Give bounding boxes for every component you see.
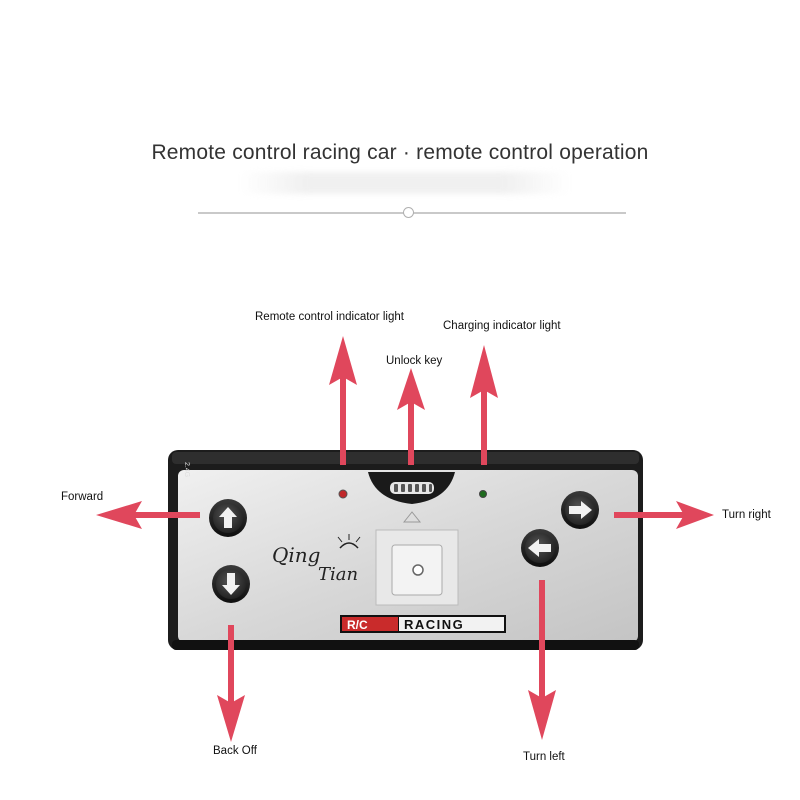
arrow-charging-indicator xyxy=(470,345,498,465)
qingtian-logo: Qing Tian xyxy=(272,534,361,585)
arrow-down-icon xyxy=(222,573,240,595)
rc-racing-badge: R/C RACING xyxy=(340,615,506,633)
turn-right-button[interactable] xyxy=(561,491,599,529)
arrow-up-icon xyxy=(219,507,237,528)
arrow-unlock-key xyxy=(397,368,425,465)
charging-indicator-light xyxy=(479,490,487,498)
back-off-button[interactable] xyxy=(212,565,250,603)
arrow-back-off xyxy=(217,625,245,742)
svg-text:RACING: RACING xyxy=(404,617,464,632)
side-mark-text: 2.4G xyxy=(183,462,190,477)
arrow-remote-indicator xyxy=(329,336,357,465)
svg-text:Qing: Qing xyxy=(272,543,320,567)
unlock-key[interactable] xyxy=(368,472,455,504)
label-unlock-key: Unlock key xyxy=(386,355,443,367)
turn-left-button[interactable] xyxy=(521,529,559,567)
arrow-forward xyxy=(96,501,200,529)
subtitle-blurred xyxy=(240,172,570,194)
divider-knob xyxy=(403,207,414,218)
arrow-right-icon xyxy=(569,501,592,519)
svg-text:R/C: R/C xyxy=(347,618,368,632)
label-charging-indicator: Charging indicator light xyxy=(443,320,561,332)
callout-arrows xyxy=(96,336,714,742)
remote-indicator-light xyxy=(338,489,348,499)
label-turn-right: Turn right xyxy=(722,509,771,521)
arrow-left-icon xyxy=(528,539,551,557)
page-title: Remote control racing car · remote contr… xyxy=(151,141,649,164)
label-forward: Forward xyxy=(61,491,104,503)
forward-button[interactable] xyxy=(209,499,247,537)
svg-text:Tian: Tian xyxy=(318,564,358,585)
arrow-turn-right xyxy=(614,501,714,529)
label-back-off: Back Off xyxy=(213,745,257,757)
arrow-turn-left xyxy=(528,580,556,740)
label-remote-indicator: Remote control indicator light xyxy=(255,311,404,323)
power-switch[interactable] xyxy=(375,511,459,606)
label-turn-left: Turn left xyxy=(523,751,565,763)
